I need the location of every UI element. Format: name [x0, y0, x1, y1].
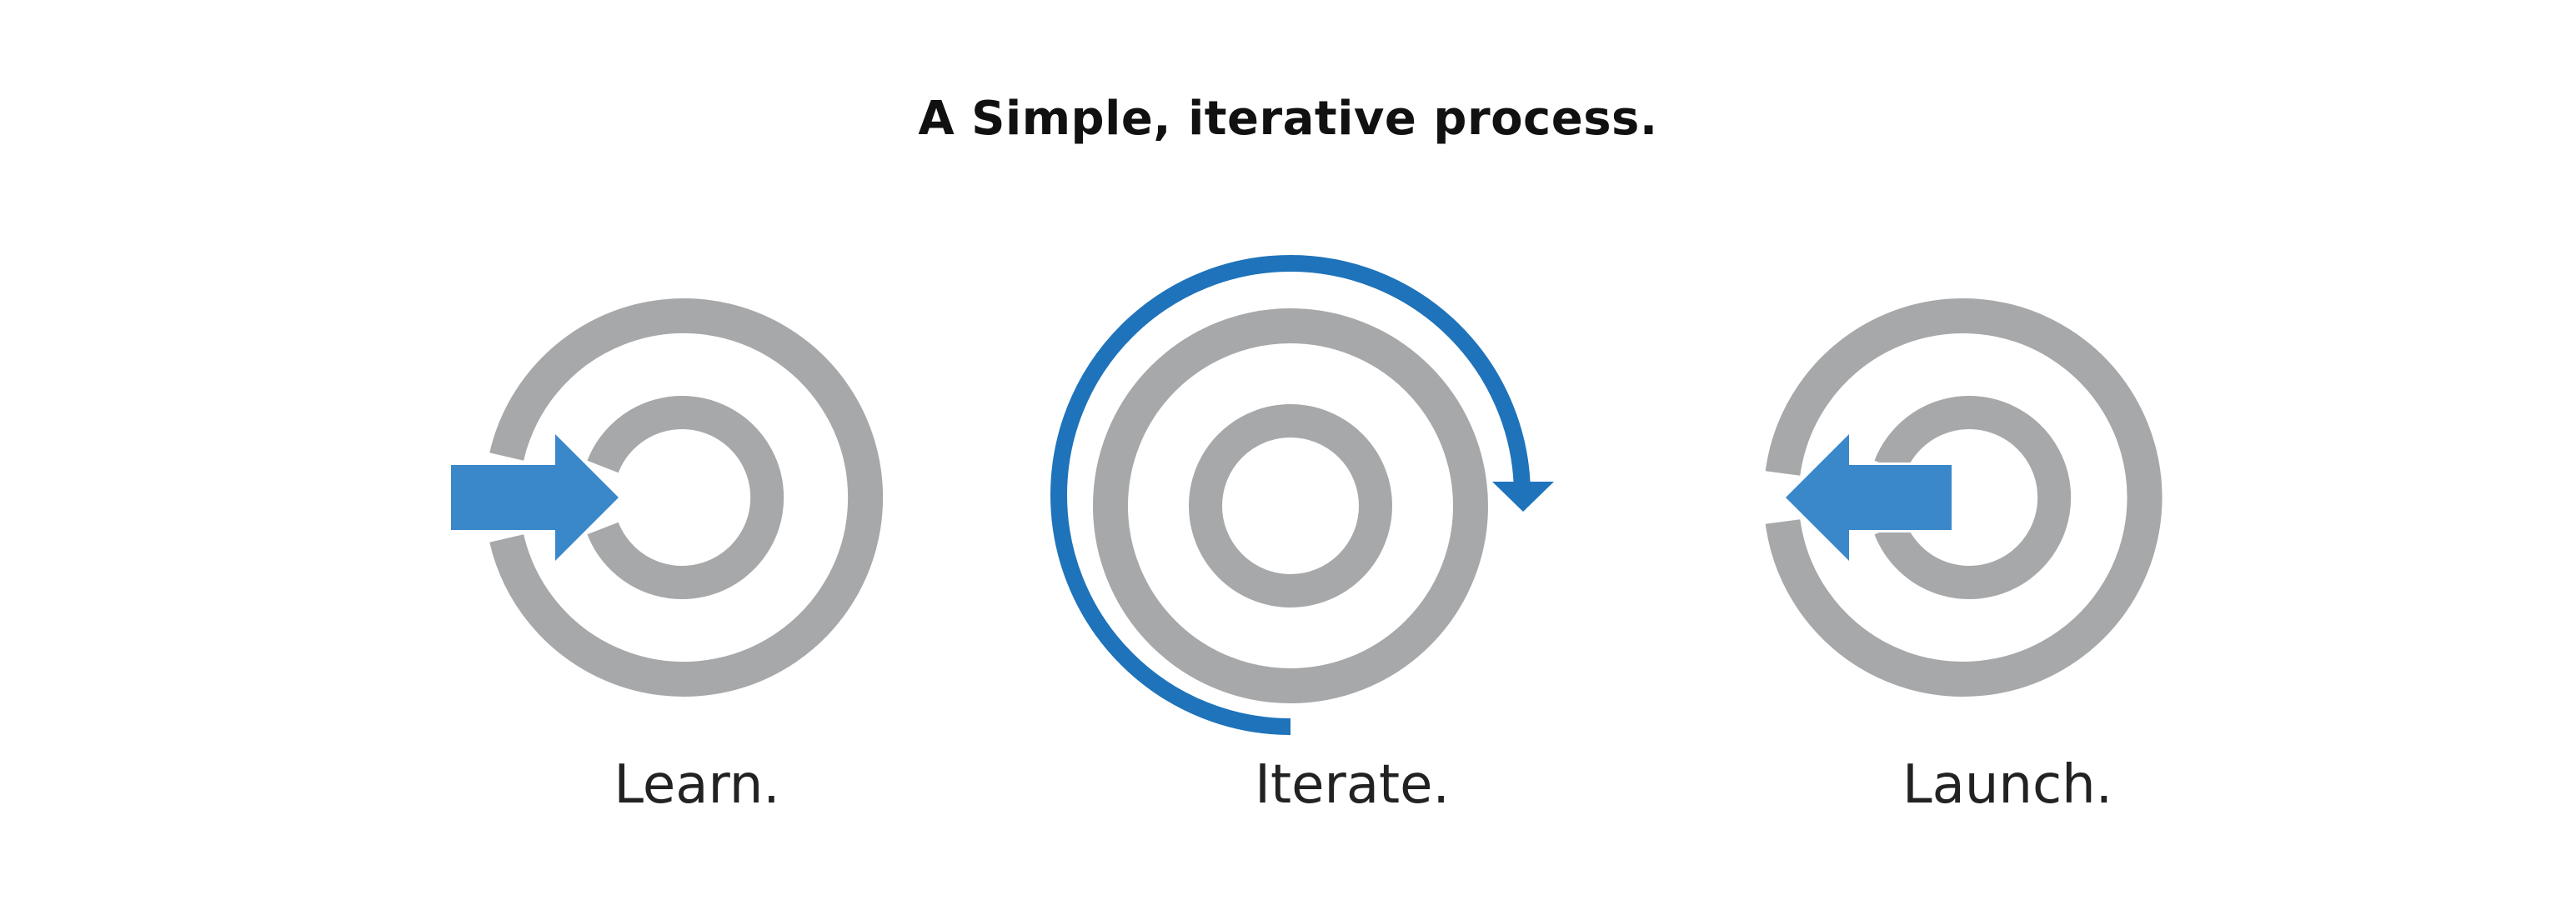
launch-inner-ring — [1874, 396, 2072, 599]
iterate-orbit-arrowhead — [1492, 482, 1554, 512]
learn-inner-ring — [587, 396, 784, 599]
learn-icon — [449, 298, 884, 697]
iterate-orbit-arrow — [1050, 255, 1531, 735]
step-label-iterate: Iterate. — [1255, 754, 1450, 816]
learn-arrow — [451, 434, 619, 561]
launch-arrow — [1786, 434, 1952, 561]
launch-icon — [1765, 298, 2163, 697]
page-title: A Simple, iterative process. — [918, 92, 1658, 146]
step-label-launch: Launch. — [1902, 754, 2113, 816]
iterate-outer-ring — [1093, 308, 1488, 703]
launch-outer-ring — [1765, 298, 2163, 697]
iterate-inner-ring — [1189, 404, 1392, 608]
learn-outer-ring — [489, 298, 884, 697]
iterate-icon — [1050, 255, 1554, 735]
step-label-learn: Learn. — [614, 754, 780, 816]
